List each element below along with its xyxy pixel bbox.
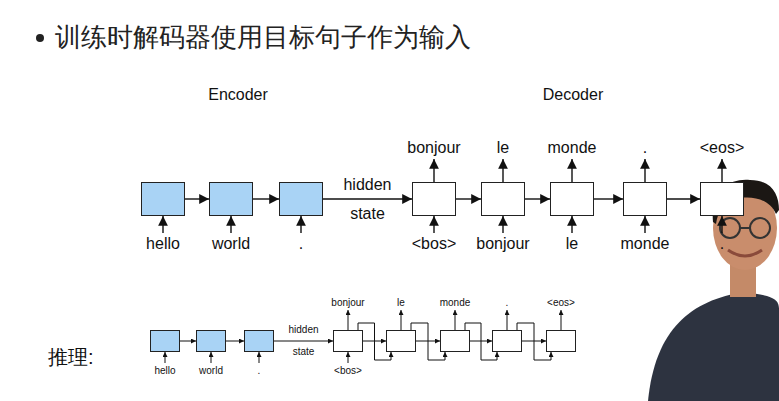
decoder-cell: monde: [440, 330, 470, 352]
input-arrow: [433, 216, 434, 233]
output-token: le: [397, 297, 405, 308]
input-token: .: [299, 235, 303, 253]
output-token: bonjour: [331, 297, 364, 308]
decoder-cell: le: [386, 330, 416, 352]
decoder-cell: .: [492, 330, 522, 352]
input-token: <bos>: [412, 235, 456, 253]
input-arrow: [502, 216, 503, 233]
decoder-cell: .monde: [623, 182, 667, 216]
encoder-cell: .: [244, 330, 274, 352]
state-arrow: [185, 198, 209, 199]
input-arrow: [300, 216, 301, 233]
decoder-cell: bonjour<bos>: [333, 330, 363, 352]
input-token: .: [720, 235, 724, 253]
input-arrow: [211, 352, 212, 363]
output-arrow: [433, 159, 434, 182]
input-arrow: [571, 216, 572, 233]
decoder-cell: mondele: [550, 182, 594, 216]
state-arrow: [180, 341, 196, 342]
presenter-figure: [648, 180, 779, 401]
bullet-dot: [36, 34, 44, 42]
input-token: monde: [621, 235, 670, 253]
input-arrow: [162, 216, 163, 233]
encoder-cell: hello: [150, 330, 180, 352]
output-token: .: [506, 297, 509, 308]
state-arrow: [667, 198, 700, 199]
edge-label: hidden state: [343, 170, 391, 228]
input-arrow: [644, 216, 645, 233]
state-arrow: [226, 341, 244, 342]
output-arrow: [571, 159, 572, 182]
state-arrow: [323, 198, 412, 199]
output-arrow: [401, 310, 402, 330]
decoder-cell: lebonjour: [481, 182, 525, 216]
input-token: hello: [154, 365, 175, 376]
input-token: world: [212, 235, 250, 253]
slide-title: 训练时解码器使用目标句子作为输入: [55, 20, 471, 55]
output-token: le: [497, 139, 509, 157]
state-arrow: [594, 198, 623, 199]
output-token: <eos>: [547, 297, 575, 308]
decoder-cell: bonjour<bos>: [412, 182, 456, 216]
state-arrow: [274, 341, 333, 342]
output-token: monde: [548, 139, 597, 157]
output-token: bonjour: [407, 139, 460, 157]
output-arrow: [507, 310, 508, 330]
section-label: 推理:: [48, 344, 94, 371]
input-arrow: [721, 216, 722, 233]
state-arrow: [525, 198, 550, 199]
edge-label: hidden state: [288, 319, 318, 363]
input-arrow: [165, 352, 166, 363]
input-arrow: [348, 352, 349, 363]
output-token: .: [643, 139, 647, 157]
input-token: le: [566, 235, 578, 253]
encoder-cell: hello: [141, 182, 185, 216]
input-token: <bos>: [334, 365, 362, 376]
decoder-cell: <eos>: [546, 330, 576, 352]
state-arrow: [253, 198, 279, 199]
output-arrow: [455, 310, 456, 330]
state-arrow: [456, 198, 481, 199]
input-arrow: [259, 352, 260, 363]
output-arrow: [502, 159, 503, 182]
output-arrow: [721, 159, 722, 182]
output-arrow: [348, 310, 349, 330]
input-token: .: [258, 365, 261, 376]
encoder-cell: .: [279, 182, 323, 216]
encoder-cell: world: [196, 330, 226, 352]
section-label: Decoder: [543, 86, 603, 104]
input-token: bonjour: [476, 235, 529, 253]
output-arrow: [644, 159, 645, 182]
output-token: <eos>: [700, 139, 744, 157]
encoder-cell: world: [209, 182, 253, 216]
output-arrow: [561, 310, 562, 330]
input-arrow: [230, 216, 231, 233]
output-token: monde: [440, 297, 471, 308]
decoder-cell: <eos>.: [700, 182, 744, 216]
input-token: world: [199, 365, 223, 376]
section-label: Encoder: [208, 86, 268, 104]
input-token: hello: [146, 235, 180, 253]
